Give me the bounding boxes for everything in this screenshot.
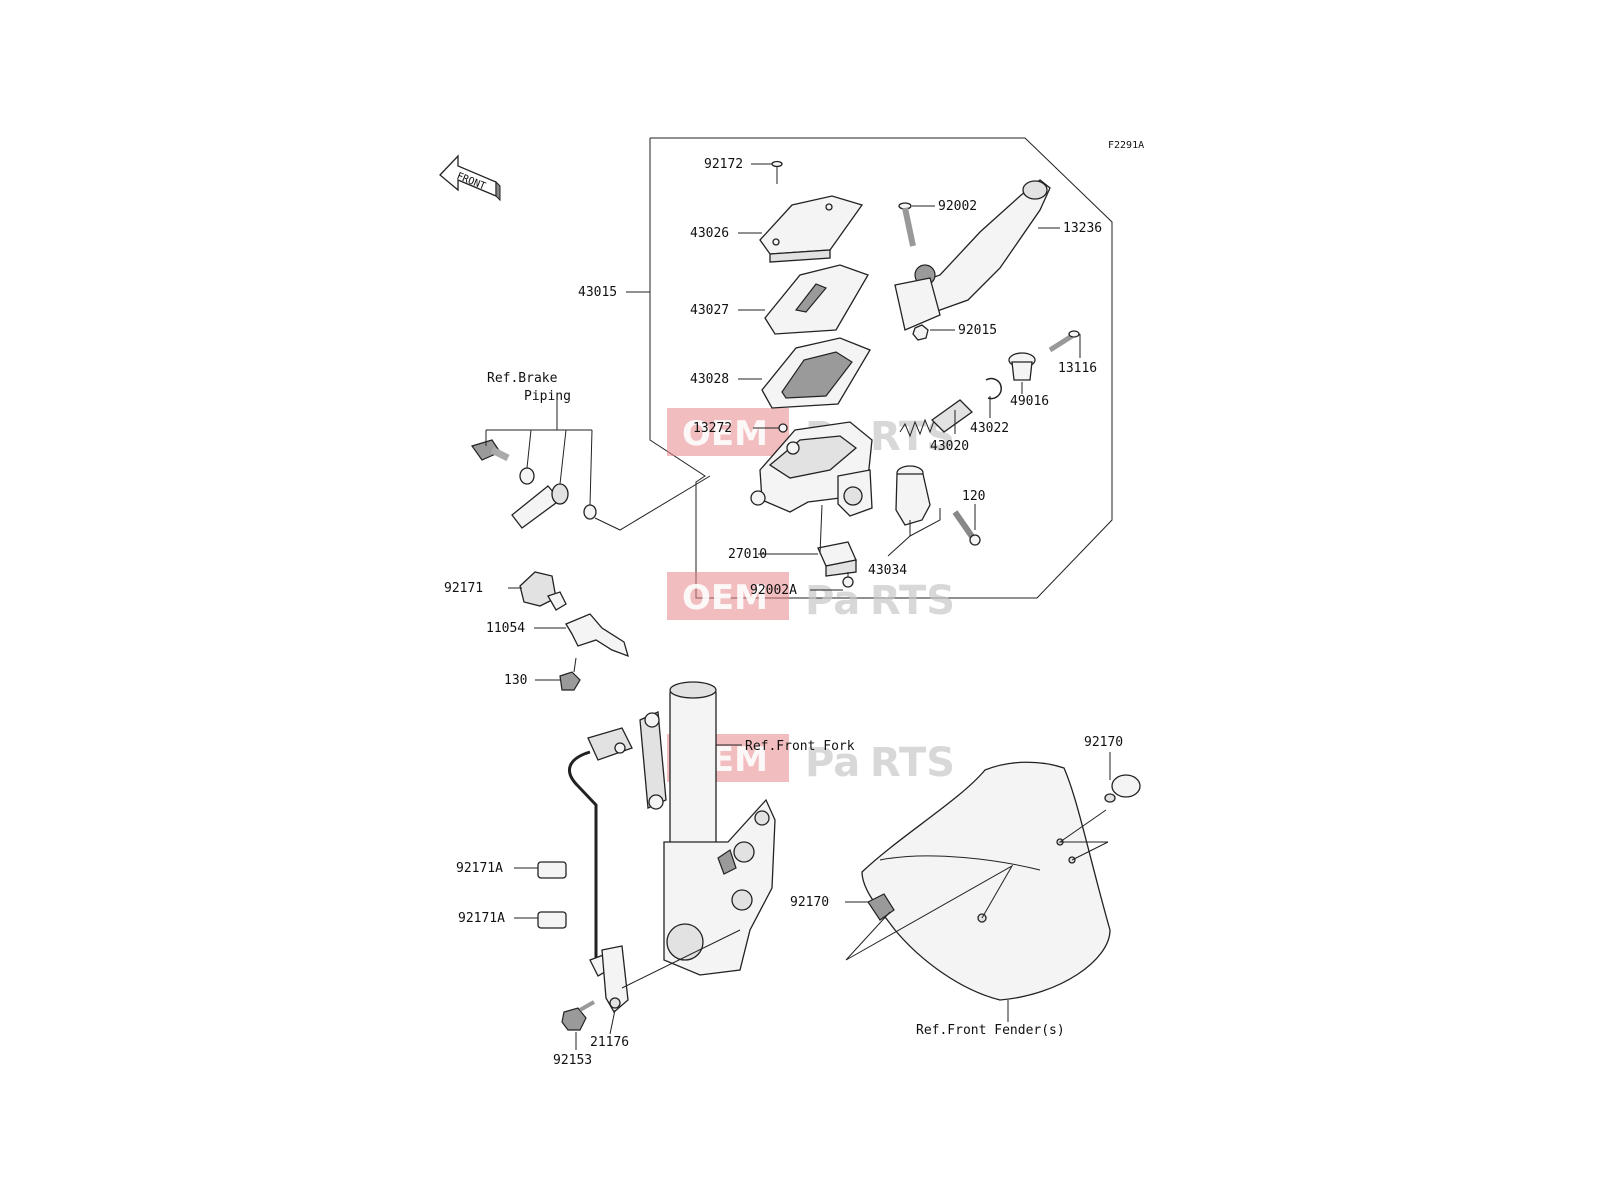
bolt-92153 bbox=[561, 1000, 595, 1031]
label-43020: 43020 bbox=[930, 439, 969, 454]
grommet-92170-right bbox=[1104, 774, 1141, 803]
circlip-43022 bbox=[985, 377, 1002, 400]
brake-piping-parts bbox=[471, 397, 711, 531]
label-27010: 27010 bbox=[728, 547, 767, 562]
reference-labels: Ref.Brake Piping Ref.Front Fork Ref.Fron… bbox=[487, 371, 1065, 1038]
label-43022: 43022 bbox=[970, 421, 1009, 436]
bleeder-13272 bbox=[778, 423, 788, 433]
boot-49016 bbox=[1008, 352, 1036, 381]
diaphragm-43028 bbox=[761, 337, 871, 409]
nut-92015 bbox=[912, 324, 929, 341]
ref-brake-piping-line2: Piping bbox=[524, 389, 571, 404]
label-43028: 43028 bbox=[690, 372, 729, 387]
label-43027: 43027 bbox=[690, 303, 729, 318]
pivot-bolt-92002 bbox=[898, 202, 916, 247]
label-43034: 43034 bbox=[868, 563, 907, 578]
bracket-11054 bbox=[565, 613, 629, 658]
label-92153: 92153 bbox=[553, 1053, 592, 1068]
label-43026: 43026 bbox=[690, 226, 729, 241]
diagram-code: F2291A bbox=[1108, 140, 1144, 151]
label-11054: 11054 bbox=[486, 621, 525, 636]
label-13236: 13236 bbox=[1063, 221, 1102, 236]
svg-text:OEM: OEM bbox=[682, 578, 768, 618]
label-120: 120 bbox=[962, 489, 985, 504]
label-92171A-lower: 92171A bbox=[458, 911, 505, 926]
assembly-outline bbox=[649, 137, 1113, 599]
lever-13236 bbox=[894, 179, 1051, 331]
spring-43020 bbox=[899, 399, 974, 438]
label-92015: 92015 bbox=[958, 323, 997, 338]
label-21176: 21176 bbox=[590, 1035, 629, 1050]
bracket-21176 bbox=[601, 945, 629, 1014]
svg-text:RTS: RTS bbox=[870, 578, 955, 624]
holder-43034 bbox=[895, 465, 931, 526]
clamp-92171A-lower bbox=[537, 911, 567, 929]
pushrod-13116 bbox=[1048, 330, 1080, 353]
label-92002A: 92002A bbox=[750, 583, 797, 598]
label-92172: 92172 bbox=[704, 157, 743, 172]
part-labels: 92172 43026 43027 43028 43015 92002 1323… bbox=[444, 157, 1123, 1068]
screw-92172 bbox=[771, 160, 783, 184]
ref-front-fender: Ref.Front Fender(s) bbox=[916, 1023, 1065, 1038]
switch-27010 bbox=[817, 541, 857, 577]
label-92002: 92002 bbox=[938, 199, 977, 214]
label-92170-right: 92170 bbox=[1084, 735, 1123, 750]
label-130: 130 bbox=[504, 673, 527, 688]
clamp-92171A-upper bbox=[537, 861, 567, 879]
front-arrow-icon: FRONT bbox=[439, 154, 501, 202]
label-13116: 13116 bbox=[1058, 361, 1097, 376]
screw-92002A bbox=[842, 572, 854, 588]
plate-43027 bbox=[764, 264, 869, 335]
label-92171: 92171 bbox=[444, 581, 483, 596]
front-fork bbox=[639, 681, 776, 976]
cap-43026 bbox=[759, 195, 864, 263]
svg-text:RTS: RTS bbox=[870, 740, 955, 786]
label-92170-left: 92170 bbox=[790, 895, 829, 910]
svg-text:Pa: Pa bbox=[805, 740, 860, 786]
grommet-92170-left bbox=[867, 893, 895, 921]
sensor-cover-92171 bbox=[519, 571, 567, 611]
label-49016: 49016 bbox=[1010, 394, 1049, 409]
bolt-120 bbox=[952, 510, 981, 546]
ref-brake-piping-line1: Ref.Brake bbox=[487, 371, 558, 386]
sensor-cable bbox=[568, 727, 633, 977]
label-92171A-upper: 92171A bbox=[456, 861, 503, 876]
svg-text:OEM: OEM bbox=[682, 414, 768, 454]
ref-front-fork: Ref.Front Fork bbox=[745, 739, 855, 754]
label-43015: 43015 bbox=[578, 285, 617, 300]
bolt-130 bbox=[559, 657, 581, 691]
master-cylinder-body bbox=[750, 421, 873, 517]
label-13272: 13272 bbox=[693, 421, 732, 436]
leader-lines bbox=[508, 163, 1111, 1050]
